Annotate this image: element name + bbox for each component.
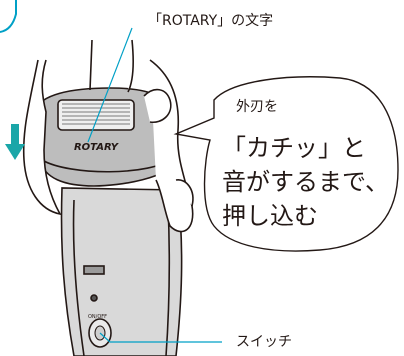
down-arrow-icon (5, 124, 25, 160)
speech-bubble (173, 76, 399, 252)
switch-leader-line (99, 332, 222, 343)
rotary-text-label: 「ROTARY」の文字 (148, 13, 274, 29)
bubble-line-3: 音がするまで、 (222, 168, 390, 196)
rotary-leader-line (87, 27, 133, 143)
bubble-line-1: 外刃を (236, 99, 278, 115)
hands (22, 39, 194, 233)
bubble-line-2: 「カチッ」と (222, 134, 366, 162)
rotary-logo: ROTARY (74, 142, 120, 153)
corner-badge-fragment (0, 0, 17, 33)
onoff-label: ON/OFF (88, 314, 107, 320)
shaver-body (60, 187, 183, 356)
switch-label: スイッチ (236, 334, 292, 350)
bubble-line-4: 押し込む (222, 202, 318, 230)
